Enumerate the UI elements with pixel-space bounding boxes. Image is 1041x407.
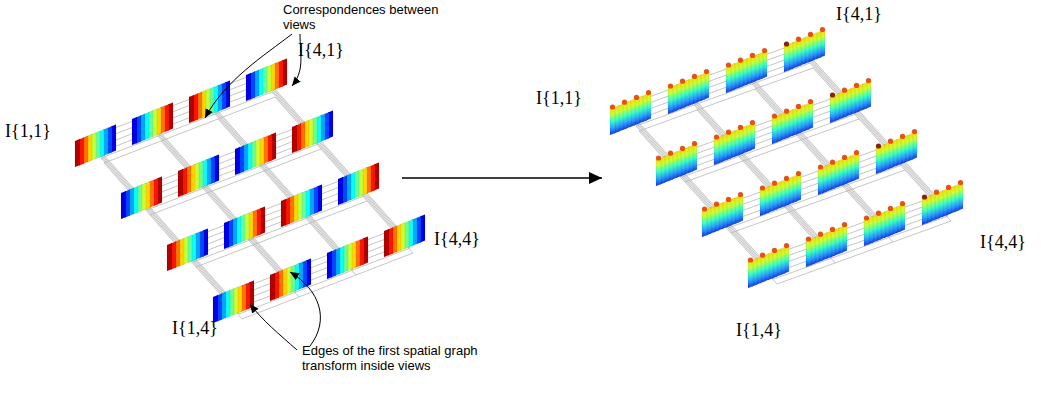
- annotation-text: Correspondences between views: [283, 2, 453, 32]
- view-block: [726, 48, 767, 93]
- view-strip: [726, 65, 731, 93]
- view-strip: [668, 86, 673, 114]
- view-block: [668, 69, 709, 114]
- view-strip: [806, 239, 811, 267]
- keypoint-dot: [668, 83, 673, 88]
- view-block: [75, 125, 116, 167]
- view-label: I{4,4}: [434, 229, 480, 249]
- view-block: [748, 243, 789, 288]
- correspondence-lines: [624, 43, 951, 284]
- view-block: [922, 180, 963, 225]
- view-strip: [922, 197, 927, 225]
- view-label: I{4,4}: [980, 232, 1026, 252]
- keypoint-dot: [748, 257, 753, 262]
- keypoint-dot: [702, 206, 707, 211]
- view-strip: [864, 218, 869, 246]
- view-strip: [224, 221, 229, 249]
- view-block: [281, 185, 322, 227]
- keypoint-dot: [830, 92, 835, 97]
- keypoint-dot: [818, 164, 823, 169]
- view-strip: [121, 191, 126, 219]
- view-block: [702, 192, 743, 237]
- view-strip: [246, 73, 251, 101]
- view-strip: [772, 116, 777, 144]
- view-strip: [714, 137, 719, 165]
- view-strip: [235, 147, 240, 175]
- transform-arrow: [402, 177, 602, 179]
- view-strip: [876, 146, 881, 174]
- keypoint-dot: [784, 41, 789, 46]
- view-label: I{1,1}: [5, 121, 51, 141]
- view-strip: [830, 95, 835, 123]
- view-block: [327, 237, 368, 279]
- view-strip: [178, 169, 183, 197]
- view-block: [338, 163, 379, 205]
- view-strip: [818, 167, 823, 195]
- view-block: [760, 171, 801, 216]
- view-label: I{1,4}: [172, 318, 218, 338]
- view-strip: [132, 117, 137, 145]
- leader-line: [290, 272, 320, 346]
- keypoint-dot: [772, 113, 777, 118]
- view-strip: [270, 273, 275, 301]
- keypoint-dot: [806, 236, 811, 241]
- view-label: I{4,1}: [836, 4, 882, 24]
- view-block: [384, 215, 425, 257]
- view-strip: [384, 229, 389, 257]
- view-block: [189, 81, 230, 123]
- view-blocks: [75, 59, 425, 323]
- keypoint-dot: [656, 155, 661, 160]
- keypoint-dot: [610, 104, 615, 109]
- view-strip: [281, 199, 286, 227]
- leader-line: [205, 34, 292, 118]
- keypoint-dot: [864, 215, 869, 220]
- view-strip: [75, 139, 80, 167]
- view-strip: [610, 107, 615, 135]
- view-block: [830, 78, 871, 123]
- view-block: [213, 281, 254, 323]
- view-label: I{4,1}: [298, 40, 344, 60]
- view-block: [656, 141, 697, 186]
- view-blocks: [610, 27, 963, 288]
- view-block: [784, 27, 825, 72]
- view-block: [714, 120, 755, 165]
- view-block: [876, 129, 917, 174]
- view-label: I{1,1}: [536, 88, 582, 108]
- keypoint-dot: [876, 143, 881, 148]
- view-block: [121, 177, 162, 219]
- view-block: [610, 90, 651, 135]
- view-block: [224, 207, 265, 249]
- view-block: [235, 133, 276, 175]
- view-block: [167, 229, 208, 271]
- view-block: [178, 155, 219, 197]
- view-block: [772, 99, 813, 144]
- keypoint-dot: [922, 194, 927, 199]
- view-strip: [656, 158, 661, 186]
- view-strip: [338, 177, 343, 205]
- annotation-text: Edges of the first spatial graph transfo…: [302, 343, 482, 373]
- view-strip: [702, 209, 707, 237]
- keypoint-dot: [714, 134, 719, 139]
- correspondence-lines: [89, 72, 413, 319]
- view-strip: [748, 260, 753, 288]
- view-block: [806, 222, 847, 267]
- view-label: I{1,4}: [736, 320, 782, 340]
- view-strip: [292, 125, 297, 153]
- view-strip: [784, 44, 789, 72]
- view-strip: [760, 188, 765, 216]
- view-block: [132, 103, 173, 145]
- view-block: [292, 111, 333, 153]
- view-strip: [167, 243, 172, 271]
- view-block: [818, 150, 859, 195]
- view-strip: [189, 95, 194, 123]
- view-block: [270, 259, 311, 301]
- keypoint-dot: [760, 185, 765, 190]
- view-strip: [327, 251, 332, 279]
- keypoint-dot: [726, 62, 731, 67]
- view-block: [864, 201, 905, 246]
- leader-line: [250, 304, 297, 350]
